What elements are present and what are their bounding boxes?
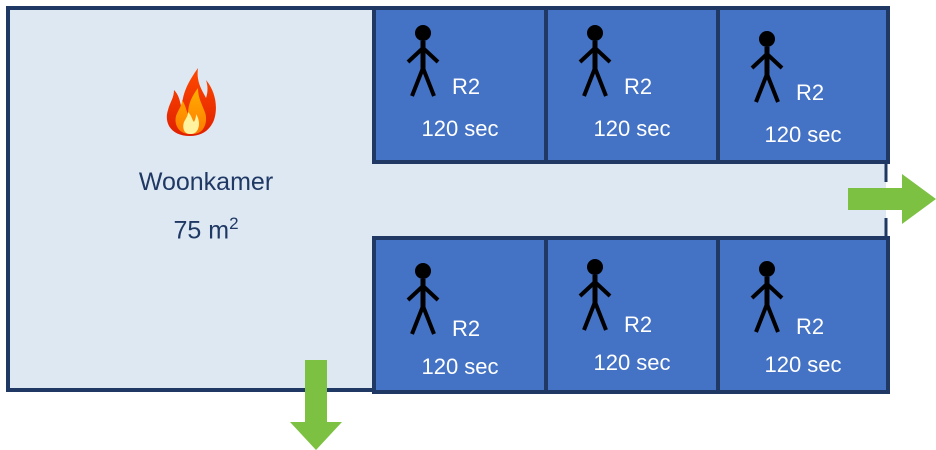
corridor-floor: [374, 162, 886, 238]
arrow-right-icon: [848, 174, 936, 224]
room-time: 120 sec: [593, 116, 671, 141]
room-top-3: R2 120 sec: [716, 6, 890, 164]
room-time: 120 sec: [421, 354, 499, 379]
living-room-floor: [10, 8, 374, 390]
room-name: Woonkamer: [138, 168, 274, 196]
room-area: 75 m2: [96, 210, 316, 244]
room-time: 120 sec: [764, 352, 842, 377]
person-icon: [750, 31, 784, 103]
room-time: 120 sec: [593, 350, 671, 375]
person-icon: [750, 261, 784, 333]
area-exponent: 2: [229, 214, 239, 233]
arrow-down-icon: [290, 360, 342, 450]
room-time: 120 sec: [421, 116, 499, 141]
room-bottom-2: R2 120 sec: [544, 236, 720, 394]
room-label: R2: [796, 314, 825, 339]
area-value: 75 m: [173, 216, 230, 245]
room-label: R2: [796, 80, 825, 105]
room-label: R2: [452, 74, 481, 99]
person-icon: [406, 263, 440, 335]
room-top-2: R2 120 sec: [544, 6, 720, 164]
fire-icon: [166, 68, 216, 136]
person-icon: [578, 25, 612, 97]
room-label: R2: [452, 316, 481, 341]
person-icon: [578, 259, 612, 331]
person-icon: [406, 25, 440, 97]
room-bottom-1: R2 120 sec: [372, 236, 548, 394]
room-time: 120 sec: [764, 122, 842, 147]
room-label: R2: [624, 74, 653, 99]
room-label: R2: [624, 312, 653, 337]
room-bottom-3: R2 120 sec: [716, 236, 890, 394]
room-top-1: R2 120 sec: [372, 6, 548, 164]
